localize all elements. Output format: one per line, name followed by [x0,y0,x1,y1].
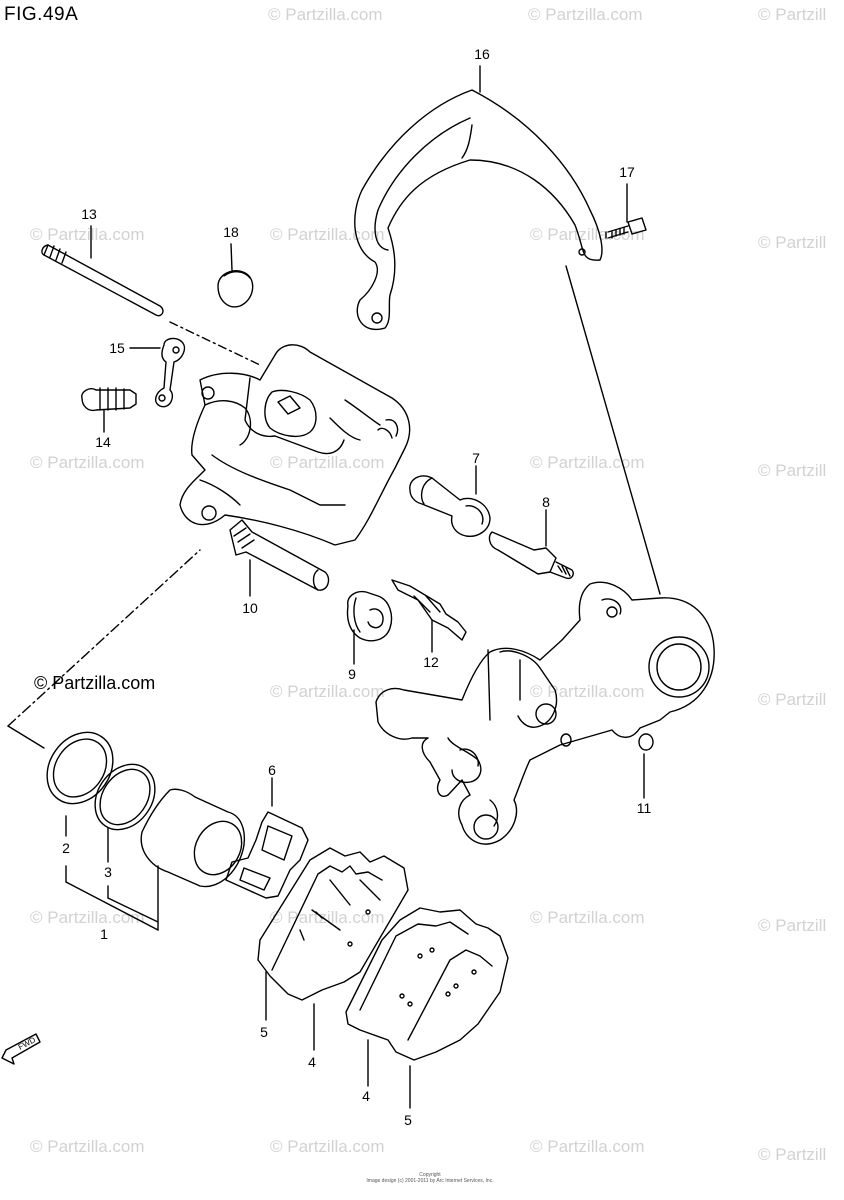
part-8-bolt [488,531,574,580]
callout-9: 9 [348,666,356,682]
watermark: © Partzilla.com [530,682,645,701]
watermark: © Partzill [758,5,827,24]
callout-16: 16 [474,46,490,62]
callout-12: 12 [423,654,439,670]
watermark: © Partzilla.com [270,908,385,927]
part-16-bracket [354,89,603,331]
leader-line [169,321,261,366]
leader-line [7,549,201,727]
callout-6: 6 [268,762,276,778]
callout-3: 3 [104,864,112,880]
part-7-sleeve [409,475,491,537]
callout-10: 10 [242,600,258,616]
callout-8: 8 [542,494,550,510]
part-14-bleeder [81,387,137,412]
fwd-arrow-icon [1,1033,41,1065]
callout-13: 13 [81,206,97,222]
copyright-line-1: Copyright [419,1172,441,1178]
part-18-cap [217,270,254,308]
leader-line [7,725,45,749]
callout-4a: 4 [308,1054,316,1070]
watermark: © Partzilla.com [270,453,385,472]
part-10-pin [229,519,330,591]
part-3-seal [94,763,156,831]
watermark: © Partzilla.com [530,1137,645,1156]
watermark: © Partzill [758,233,827,252]
watermark: © Partzilla.com [30,225,145,244]
callout-15: 15 [109,340,125,356]
watermark: © Partzilla.com [530,908,645,927]
part-11-caliper-bracket [375,581,715,845]
watermark: © Partzill [758,916,827,935]
copyright-note: Copyright Image design (c) 2001-2011 by … [300,1172,560,1184]
watermark: © Partzill [758,461,827,480]
callout-18: 18 [223,224,239,240]
watermark: © Partzilla.com [270,682,385,701]
watermark: © Partzilla.com [30,453,145,472]
callout-5b: 5 [404,1112,412,1128]
part-12-spring [391,579,467,641]
callout-2: 2 [62,840,70,856]
figure-title: FIG.49A [4,4,79,25]
leader-line [230,243,233,271]
watermark: © Partzilla.com [528,5,643,24]
callout-1: 1 [100,926,108,942]
watermark: © Partzill [758,1145,827,1164]
watermark: © Partzilla.com [30,1137,145,1156]
caliper-body [179,344,411,546]
brake-pad-set-a [257,847,409,1001]
part-2-seal [46,731,114,805]
watermark: © Partzilla.com [530,453,645,472]
callout-5a: 5 [260,1024,268,1040]
callout-14: 14 [95,434,111,450]
watermark: © Partzill [758,690,827,709]
callout-bracket-1 [65,815,159,931]
watermark-main: © Partzilla.com [34,673,156,693]
watermark: © Partzilla.com [268,5,383,24]
callout-7: 7 [472,450,480,466]
watermark: © Partzilla.com [30,908,145,927]
callout-17: 17 [619,164,635,180]
part-17-bolt [605,217,647,239]
callout-4b: 4 [362,1088,370,1104]
brake-pad-set-b [345,907,509,1061]
part-9-boot [346,590,393,642]
leader-line [565,265,661,595]
watermark: © Partzilla.com [270,1137,385,1156]
callout-11: 11 [636,800,652,816]
part-15-cap [154,337,186,408]
part-6-shim [225,811,309,899]
part-13-pin [41,244,164,317]
copyright-line-2: Image design (c) 2001-2011 by Arc Intern… [366,1178,494,1184]
